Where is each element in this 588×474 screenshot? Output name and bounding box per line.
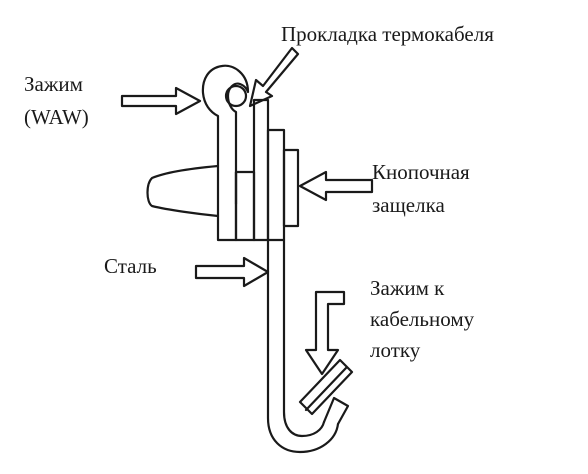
arrow-cable-routing (248, 46, 300, 108)
label-button-latch-line2: защелка (372, 193, 445, 217)
label-cable-routing: Прокладка термокабеля (281, 22, 494, 46)
label-clamp-waw-line2: (WAW) (24, 105, 89, 129)
arrow-button-latch (298, 170, 374, 202)
clamp-body (234, 98, 300, 242)
label-steel: Сталь (104, 254, 157, 278)
heating-cable-section (224, 84, 248, 108)
label-tray-clamp-line1: Зажим к (370, 276, 445, 300)
arrow-clamp-waw (120, 86, 202, 116)
waw-clamp-ring (201, 64, 250, 242)
label-tray-clamp-line2: кабельному (370, 307, 475, 331)
steel-strip (266, 238, 350, 454)
arrow-tray-clamp (304, 290, 346, 376)
label-tray-clamp-line3: лотку (370, 338, 421, 362)
arrow-steel (194, 256, 270, 288)
label-clamp-waw-line1: Зажим (24, 72, 83, 96)
label-button-latch-line1: Кнопочная (372, 160, 470, 184)
tray-clamp-tongue (298, 358, 354, 416)
plastic-wing (146, 164, 238, 218)
